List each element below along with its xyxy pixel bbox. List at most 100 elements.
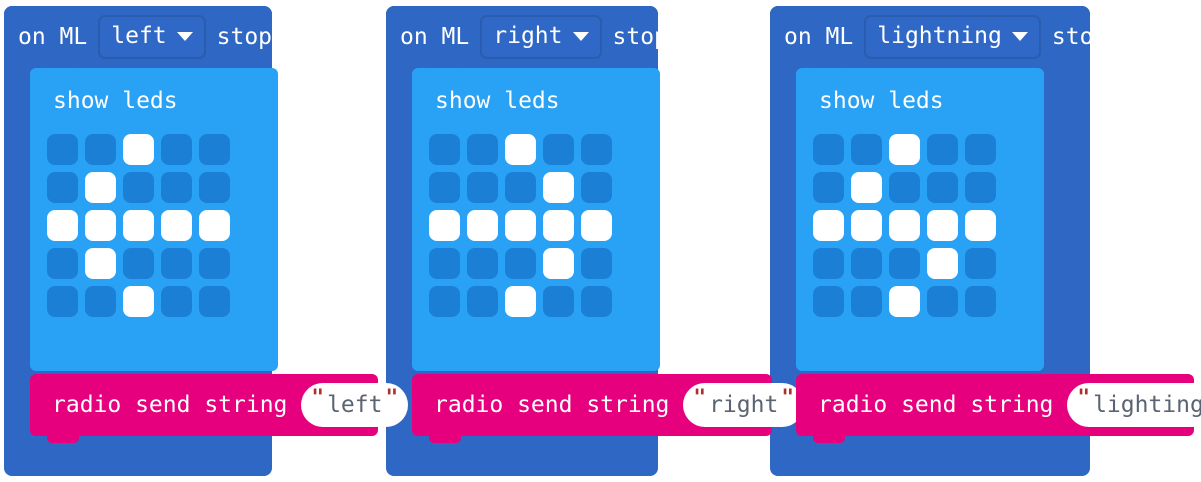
led-cell-r5-c5[interactable] <box>581 286 612 317</box>
ml-event-dropdown[interactable]: right <box>480 15 602 59</box>
led-cell-r4-c5[interactable] <box>199 248 230 279</box>
led-cell-r4-c1[interactable] <box>429 248 460 279</box>
led-cell-r4-c3[interactable] <box>123 248 154 279</box>
led-cell-r1-c2[interactable] <box>85 134 116 165</box>
led-cell-r2-c5[interactable] <box>199 172 230 203</box>
led-cell-r1-c1[interactable] <box>47 134 78 165</box>
led-cell-r3-c2[interactable] <box>851 210 882 241</box>
led-cell-r1-c5[interactable] <box>581 134 612 165</box>
led-cell-r1-c5[interactable] <box>965 134 996 165</box>
radio-string-input[interactable]: "right" <box>683 383 804 427</box>
led-cell-r2-c1[interactable] <box>813 172 844 203</box>
led-cell-r3-c1[interactable] <box>813 210 844 241</box>
show-leds-block[interactable]: show leds <box>796 68 1044 371</box>
led-cell-r2-c4[interactable] <box>927 172 958 203</box>
led-cell-r4-c2[interactable] <box>851 248 882 279</box>
radio-send-string-label: radio send string <box>434 391 670 418</box>
led-cell-r3-c2[interactable] <box>467 210 498 241</box>
led-cell-r4-c1[interactable] <box>47 248 78 279</box>
led-cell-r3-c4[interactable] <box>927 210 958 241</box>
led-cell-r5-c5[interactable] <box>199 286 230 317</box>
led-cell-r2-c2[interactable] <box>85 172 116 203</box>
led-cell-r5-c2[interactable] <box>85 286 116 317</box>
led-cell-r2-c4[interactable] <box>161 172 192 203</box>
led-cell-r2-c1[interactable] <box>47 172 78 203</box>
led-cell-r4-c5[interactable] <box>581 248 612 279</box>
led-cell-r3-c5[interactable] <box>581 210 612 241</box>
led-cell-r2-c2[interactable] <box>851 172 882 203</box>
led-cell-r5-c1[interactable] <box>429 286 460 317</box>
led-cell-r3-c5[interactable] <box>199 210 230 241</box>
led-cell-r3-c1[interactable] <box>429 210 460 241</box>
led-cell-r5-c3[interactable] <box>123 286 154 317</box>
led-cell-r2-c3[interactable] <box>123 172 154 203</box>
led-cell-r5-c2[interactable] <box>467 286 498 317</box>
led-cell-r4-c5[interactable] <box>965 248 996 279</box>
led-cell-r3-c5[interactable] <box>965 210 996 241</box>
led-cell-r4-c4[interactable] <box>927 248 958 279</box>
led-cell-r4-c2[interactable] <box>467 248 498 279</box>
led-cell-r2-c3[interactable] <box>505 172 536 203</box>
led-cell-r5-c4[interactable] <box>927 286 958 317</box>
radio-send-string-block[interactable]: radio send string"lighting" <box>796 374 1201 443</box>
led-cell-r1-c2[interactable] <box>851 134 882 165</box>
led-cell-r4-c3[interactable] <box>505 248 536 279</box>
opening-quote-icon: " <box>311 384 325 409</box>
show-leds-block[interactable]: show leds <box>30 68 278 371</box>
led-cell-r2-c2[interactable] <box>467 172 498 203</box>
led-cell-r2-c3[interactable] <box>889 172 920 203</box>
radio-string-input[interactable]: "left" <box>301 383 409 427</box>
led-cell-r1-c1[interactable] <box>429 134 460 165</box>
led-cell-r4-c3[interactable] <box>889 248 920 279</box>
led-cell-r3-c4[interactable] <box>161 210 192 241</box>
led-cell-r4-c1[interactable] <box>813 248 844 279</box>
led-cell-r3-c1[interactable] <box>47 210 78 241</box>
radio-string-input[interactable]: "lighting" <box>1067 383 1201 427</box>
led-cell-r3-c4[interactable] <box>543 210 574 241</box>
radio-send-string-block[interactable]: radio send string"left" <box>30 374 409 443</box>
led-cell-r5-c4[interactable] <box>543 286 574 317</box>
led-cell-r1-c3[interactable] <box>505 134 536 165</box>
opening-quote-icon: " <box>1077 384 1091 409</box>
led-matrix[interactable] <box>813 134 996 317</box>
led-matrix[interactable] <box>429 134 612 317</box>
show-leds-notch <box>47 68 79 75</box>
led-cell-r1-c2[interactable] <box>467 134 498 165</box>
led-cell-r2-c5[interactable] <box>965 172 996 203</box>
led-cell-r4-c4[interactable] <box>161 248 192 279</box>
led-cell-r2-c4[interactable] <box>543 172 574 203</box>
led-cell-r5-c1[interactable] <box>813 286 844 317</box>
led-cell-r3-c2[interactable] <box>85 210 116 241</box>
led-cell-r4-c4[interactable] <box>543 248 574 279</box>
led-cell-r5-c3[interactable] <box>505 286 536 317</box>
led-cell-r5-c4[interactable] <box>161 286 192 317</box>
led-cell-r1-c1[interactable] <box>813 134 844 165</box>
led-cell-r1-c3[interactable] <box>123 134 154 165</box>
led-cell-r2-c1[interactable] <box>429 172 460 203</box>
led-cell-r1-c4[interactable] <box>543 134 574 165</box>
led-cell-r5-c3[interactable] <box>889 286 920 317</box>
led-cell-r5-c5[interactable] <box>965 286 996 317</box>
led-cell-r3-c3[interactable] <box>889 210 920 241</box>
led-cell-r3-c3[interactable] <box>505 210 536 241</box>
led-cell-r5-c1[interactable] <box>47 286 78 317</box>
led-cell-r4-c2[interactable] <box>85 248 116 279</box>
led-cell-r1-c5[interactable] <box>199 134 230 165</box>
led-matrix[interactable] <box>47 134 230 317</box>
show-leds-block[interactable]: show leds <box>412 68 660 371</box>
led-cell-r1-c3[interactable] <box>889 134 920 165</box>
ml-event-dropdown[interactable]: lightning <box>864 15 1041 59</box>
led-cell-r1-c4[interactable] <box>161 134 192 165</box>
led-cell-r2-c5[interactable] <box>581 172 612 203</box>
led-cell-r5-c2[interactable] <box>851 286 882 317</box>
led-cell-r3-c3[interactable] <box>123 210 154 241</box>
radio-send-string-block[interactable]: radio send string "right" <box>412 374 804 443</box>
led-cell-r1-c4[interactable] <box>927 134 958 165</box>
ml-event-dropdown[interactable]: left <box>98 15 206 59</box>
